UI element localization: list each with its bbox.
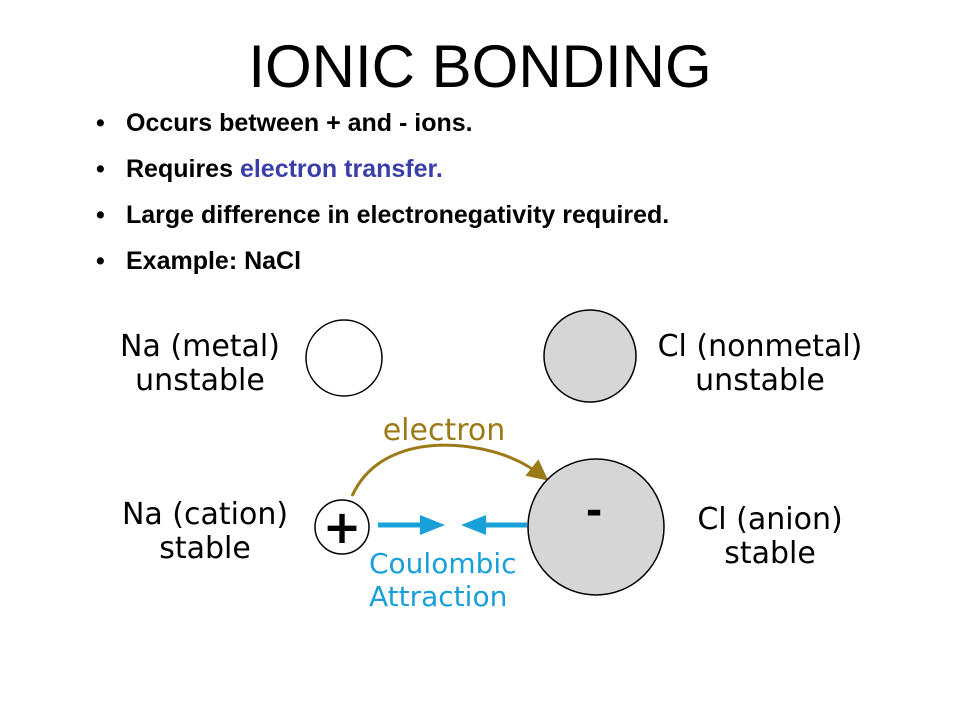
slide-title: IONIC BONDING: [248, 33, 712, 100]
anion-sign: -: [586, 488, 603, 534]
bullet-dot: •: [96, 109, 105, 137]
bullet-dot: •: [96, 247, 105, 275]
cl-nonmetal-name: Cl (nonmetal): [657, 329, 863, 364]
electron-label: electron: [383, 413, 506, 448]
na-cation-state: stable: [159, 531, 251, 566]
na-cation-label: Na (cation) stable: [100, 498, 310, 566]
coulombic-arrow-left: [461, 515, 527, 535]
na-cation-name: Na (cation): [121, 497, 289, 532]
bullet-item: • Example: NaCl: [96, 244, 669, 290]
cl-anion-name: Cl (anion): [697, 502, 843, 537]
anion-circle: [527, 458, 665, 596]
bullet-list: • Occurs between + and - ions. • Require…: [96, 106, 669, 290]
bullet-item: • Occurs between + and - ions.: [96, 106, 669, 152]
bullet-text: Example: NaCl: [126, 247, 302, 275]
electron-transfer-arrow: [350, 443, 549, 497]
cation-sign: +: [323, 500, 362, 554]
na-metal-label: Na (metal) unstable: [100, 330, 300, 398]
bullet-item: • Large difference in electronegativity …: [96, 198, 669, 244]
bullet-text: Occurs between + and - ions.: [126, 109, 473, 137]
bullet-dot: •: [96, 155, 105, 183]
bullet-item: • Requires electron transfer.: [96, 152, 669, 198]
bullet-dot: •: [96, 201, 105, 229]
cation-circle: [314, 499, 370, 555]
cl-anion-state: stable: [724, 536, 816, 571]
cl-nonmetal-label: Cl (nonmetal) unstable: [640, 330, 880, 398]
cl-nonmetal-state: unstable: [695, 363, 825, 398]
coulombic-label-line2: Attraction: [369, 580, 507, 613]
cl-anion-label: Cl (anion) stable: [670, 503, 870, 571]
bullet-highlight: electron transfer.: [239, 155, 443, 183]
bullet-text: Requires: [126, 155, 240, 183]
bullet-text: Large difference in electronegativity re…: [126, 201, 670, 229]
na-metal-state: unstable: [135, 363, 265, 398]
cl-atom-circle: [543, 309, 637, 403]
na-metal-name: Na (metal): [120, 329, 280, 364]
coulombic-label-line1: Coulombic: [369, 547, 517, 580]
na-atom-circle: [305, 319, 383, 397]
coulombic-arrow-right: [378, 515, 445, 535]
